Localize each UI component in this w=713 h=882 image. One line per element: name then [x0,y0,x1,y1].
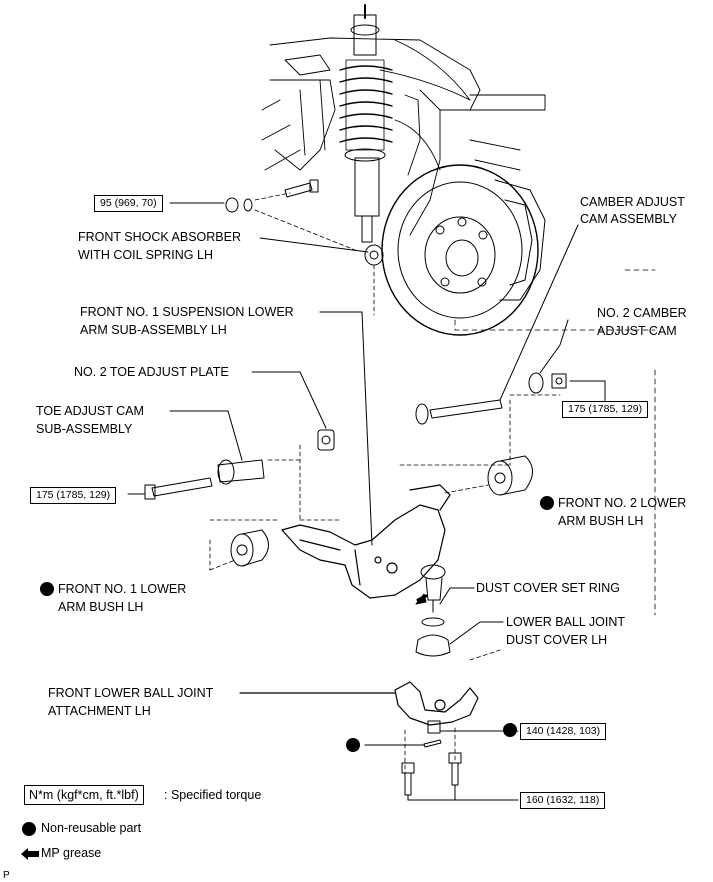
legend-torque-unit: N*m (kgf*cm, ft.*lbf) [24,785,144,805]
label-lower-arm-1: FRONT NO. 1 SUSPENSION LOWER [80,305,294,319]
torque-toe-bolt: 175 (1785, 129) [30,487,117,504]
label-toe-plate: NO. 2 TOE ADJUST PLATE [74,365,229,379]
label-attachment-2: ATTACHMENT LH [48,704,151,718]
castle-nut [364,720,519,748]
camber-bolt [399,224,579,466]
shock-bolt-set [169,179,356,251]
attachment [239,681,479,776]
torque-camber-nut: 175 (1785, 129) [562,401,649,418]
torque-shock-bolt: 95 (969, 70) [94,195,163,212]
toe-plate [251,371,341,521]
bush-2 [444,455,533,496]
label-toe-cam-2: SUB-ASSEMBLY [36,422,133,436]
label-dust-cover-2: DUST COVER LH [506,633,608,647]
legend-mp-grease: MP grease [41,846,102,860]
non-reusable-marker [540,496,554,510]
dust-cover [415,369,656,661]
label-bush-2-1: FRONT NO. 2 LOWER [558,496,687,510]
label-bush-1-2: ARM BUSH LH [58,600,144,614]
legend-torque-desc: : Specified torque [164,788,262,802]
label-camber-cam-2-2: ADJUST CAM [597,324,677,338]
corner-mark: P [3,870,10,881]
label-dust-ring: DUST COVER SET RING [476,581,621,595]
non-reusable-marker [40,582,54,596]
torque-attach-bolts: 160 (1632, 118) [520,792,606,809]
toe-cam [127,410,281,571]
lower-arm [281,484,451,599]
label-bush-1-1: FRONT NO. 1 LOWER [58,582,187,596]
label-shock-absorber-2: WITH COIL SPRING LH [78,248,213,262]
label-dust-cover-1: LOWER BALL JOINT [506,615,626,629]
legend-dot-icon [22,822,36,836]
non-reusable-marker [503,723,517,737]
non-reusable-marker [346,738,360,752]
label-camber-cam-asm-1: CAMBER ADJUST [580,195,685,209]
ball-joint [415,564,475,613]
camber-cam-2 [509,319,606,403]
brake-disc [381,164,656,336]
frame-outline [261,37,546,236]
label-attachment-1: FRONT LOWER BALL JOINT [48,686,214,700]
label-camber-cam-2-1: NO. 2 CAMBER [597,306,687,320]
bush-1 [209,529,269,571]
legend-non-reusable: Non-reusable part [41,821,142,835]
label-toe-cam-1: TOE ADJUST CAM [36,404,144,418]
torque-castle-nut: 140 (1428, 103) [520,723,607,740]
grease-arrow-icon [21,848,39,860]
coil-spring [339,4,393,162]
label-camber-cam-asm-2: CAM ASSEMBLY [580,212,678,226]
label-bush-2-2: ARM BUSH LH [558,514,644,528]
shock-body [354,157,384,266]
label-shock-absorber-1: FRONT SHOCK ABSORBER [78,230,241,244]
label-lower-arm-2: ARM SUB-ASSEMBLY LH [80,323,227,337]
attachment-bolts [401,752,519,801]
